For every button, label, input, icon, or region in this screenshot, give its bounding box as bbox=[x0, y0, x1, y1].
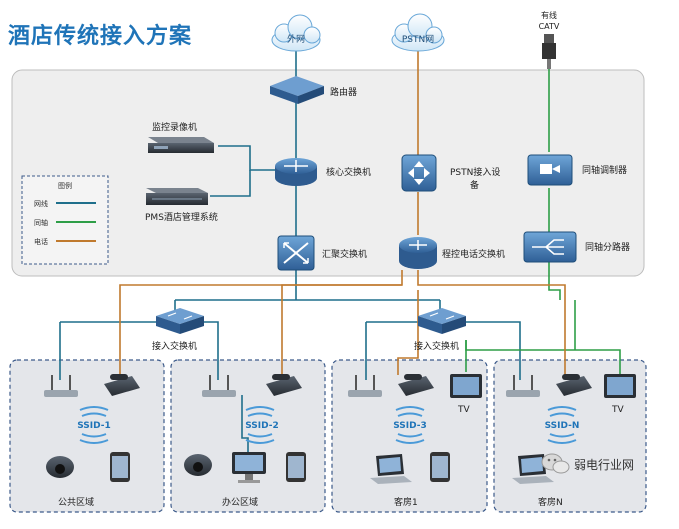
wifi-signal-icon bbox=[395, 406, 425, 444]
zone-room1-name: 客房1 bbox=[394, 496, 418, 508]
zone-room1-ssid: SSID-3 bbox=[393, 421, 427, 431]
zone-roomn-ssid: SSID-N bbox=[545, 421, 580, 431]
wechat-icon bbox=[541, 453, 570, 474]
smartphone-icon bbox=[110, 452, 130, 482]
core-switch-label: 核心交换机 bbox=[326, 166, 371, 178]
pstn-access-label-line2: 备 bbox=[470, 179, 479, 191]
pbx-icon bbox=[399, 237, 437, 269]
access-switch-left-label: 接入交换机 bbox=[152, 340, 197, 352]
aggregation-switch-label: 汇聚交换机 bbox=[322, 248, 367, 260]
legend-item-phone-label: 电话 bbox=[34, 237, 48, 246]
pms-server-icon bbox=[146, 188, 208, 205]
wireless-ap-icon bbox=[506, 375, 540, 397]
coax-splitter-label: 同轴分路器 bbox=[585, 241, 630, 253]
smartphone-icon bbox=[286, 452, 306, 482]
ip-phone-icon bbox=[266, 374, 302, 396]
ip-phone-icon bbox=[104, 374, 140, 396]
tv-icon bbox=[450, 374, 482, 398]
laptop-icon bbox=[370, 454, 412, 484]
tv-icon bbox=[604, 374, 636, 398]
cloud-internet: 外网 bbox=[271, 14, 321, 52]
zone-office-name: 办公区域 bbox=[222, 496, 258, 508]
pbx-label: 程控电话交换机 bbox=[442, 248, 505, 260]
cloud-internet-label: 外网 bbox=[287, 33, 305, 45]
router-icon bbox=[270, 76, 324, 104]
access-switch-right-icon bbox=[418, 308, 466, 334]
dome-camera-icon bbox=[184, 454, 212, 476]
zone-room1-tv: TV bbox=[457, 405, 470, 415]
wireless-ap-icon bbox=[348, 375, 382, 397]
phone-cables bbox=[119, 44, 566, 375]
watermark: 弱电行业网 bbox=[541, 453, 634, 474]
legend-item-coax-label: 同轴 bbox=[34, 218, 48, 227]
smartphone-icon bbox=[430, 452, 450, 482]
legend: 图例 网线 同轴 电话 bbox=[21, 175, 109, 265]
coax-modulator-label: 同轴调制器 bbox=[582, 164, 627, 176]
access-switch-right-label: 接入交换机 bbox=[414, 340, 459, 352]
laptop-icon bbox=[512, 454, 554, 484]
access-switch-left-icon bbox=[156, 308, 204, 334]
catv-connector-icon bbox=[542, 34, 556, 69]
nvr-icon bbox=[148, 137, 214, 153]
cloud-pstn: PSTN网 bbox=[391, 13, 445, 52]
legend-item-network-label: 网线 bbox=[34, 199, 48, 208]
legend-title: 图例 bbox=[58, 181, 72, 190]
dome-camera-icon bbox=[46, 456, 74, 478]
catv-label-line1: 有线 bbox=[541, 10, 557, 20]
coax-modulator-icon bbox=[527, 154, 573, 186]
core-switch-icon bbox=[275, 158, 317, 186]
catv-source: 有线 CATV bbox=[539, 10, 560, 69]
wireless-ap-icon bbox=[44, 375, 78, 397]
aggregation-switch-icon bbox=[277, 235, 315, 271]
watermark-text: 弱电行业网 bbox=[574, 458, 634, 472]
zone-public-name: 公共区域 bbox=[58, 496, 94, 508]
wifi-signal-icon bbox=[547, 406, 577, 444]
pstn-access-device-icon bbox=[401, 154, 437, 192]
wifi-signal-icon bbox=[79, 406, 109, 444]
zone-panel-office bbox=[170, 359, 326, 513]
zone-office-ssid: SSID-2 bbox=[245, 421, 279, 431]
nvr-label: 监控录像机 bbox=[152, 121, 197, 133]
coax-cables bbox=[465, 68, 621, 378]
core-panel bbox=[11, 69, 645, 277]
zone-public-ssid: SSID-1 bbox=[77, 421, 111, 431]
zone-room1: TV SSID-3 客房1 bbox=[348, 374, 482, 508]
wifi-signal-icon bbox=[245, 406, 275, 444]
zone-roomn: TV SSID-N 客房N bbox=[506, 374, 636, 508]
ip-phone-icon bbox=[556, 374, 592, 396]
coax-splitter-icon bbox=[523, 231, 577, 263]
router-label: 路由器 bbox=[330, 86, 357, 98]
cloud-pstn-label: PSTN网 bbox=[402, 34, 434, 45]
zone-public: SSID-1 公共区域 bbox=[44, 374, 140, 508]
page-title: 酒店传统接入方案 bbox=[8, 24, 193, 49]
zone-roomn-name: 客房N bbox=[538, 496, 563, 508]
desktop-computer-icon bbox=[232, 452, 266, 483]
ip-phone-icon bbox=[398, 374, 434, 396]
pstn-access-label-line1: PSTN接入设 bbox=[450, 166, 500, 178]
catv-label-line2: CATV bbox=[539, 22, 560, 31]
zone-roomn-tv: TV bbox=[611, 405, 624, 415]
wireless-ap-icon bbox=[202, 375, 236, 397]
zone-office: SSID-2 办公区域 bbox=[184, 374, 306, 508]
pms-label: PMS酒店管理系统 bbox=[145, 211, 218, 223]
